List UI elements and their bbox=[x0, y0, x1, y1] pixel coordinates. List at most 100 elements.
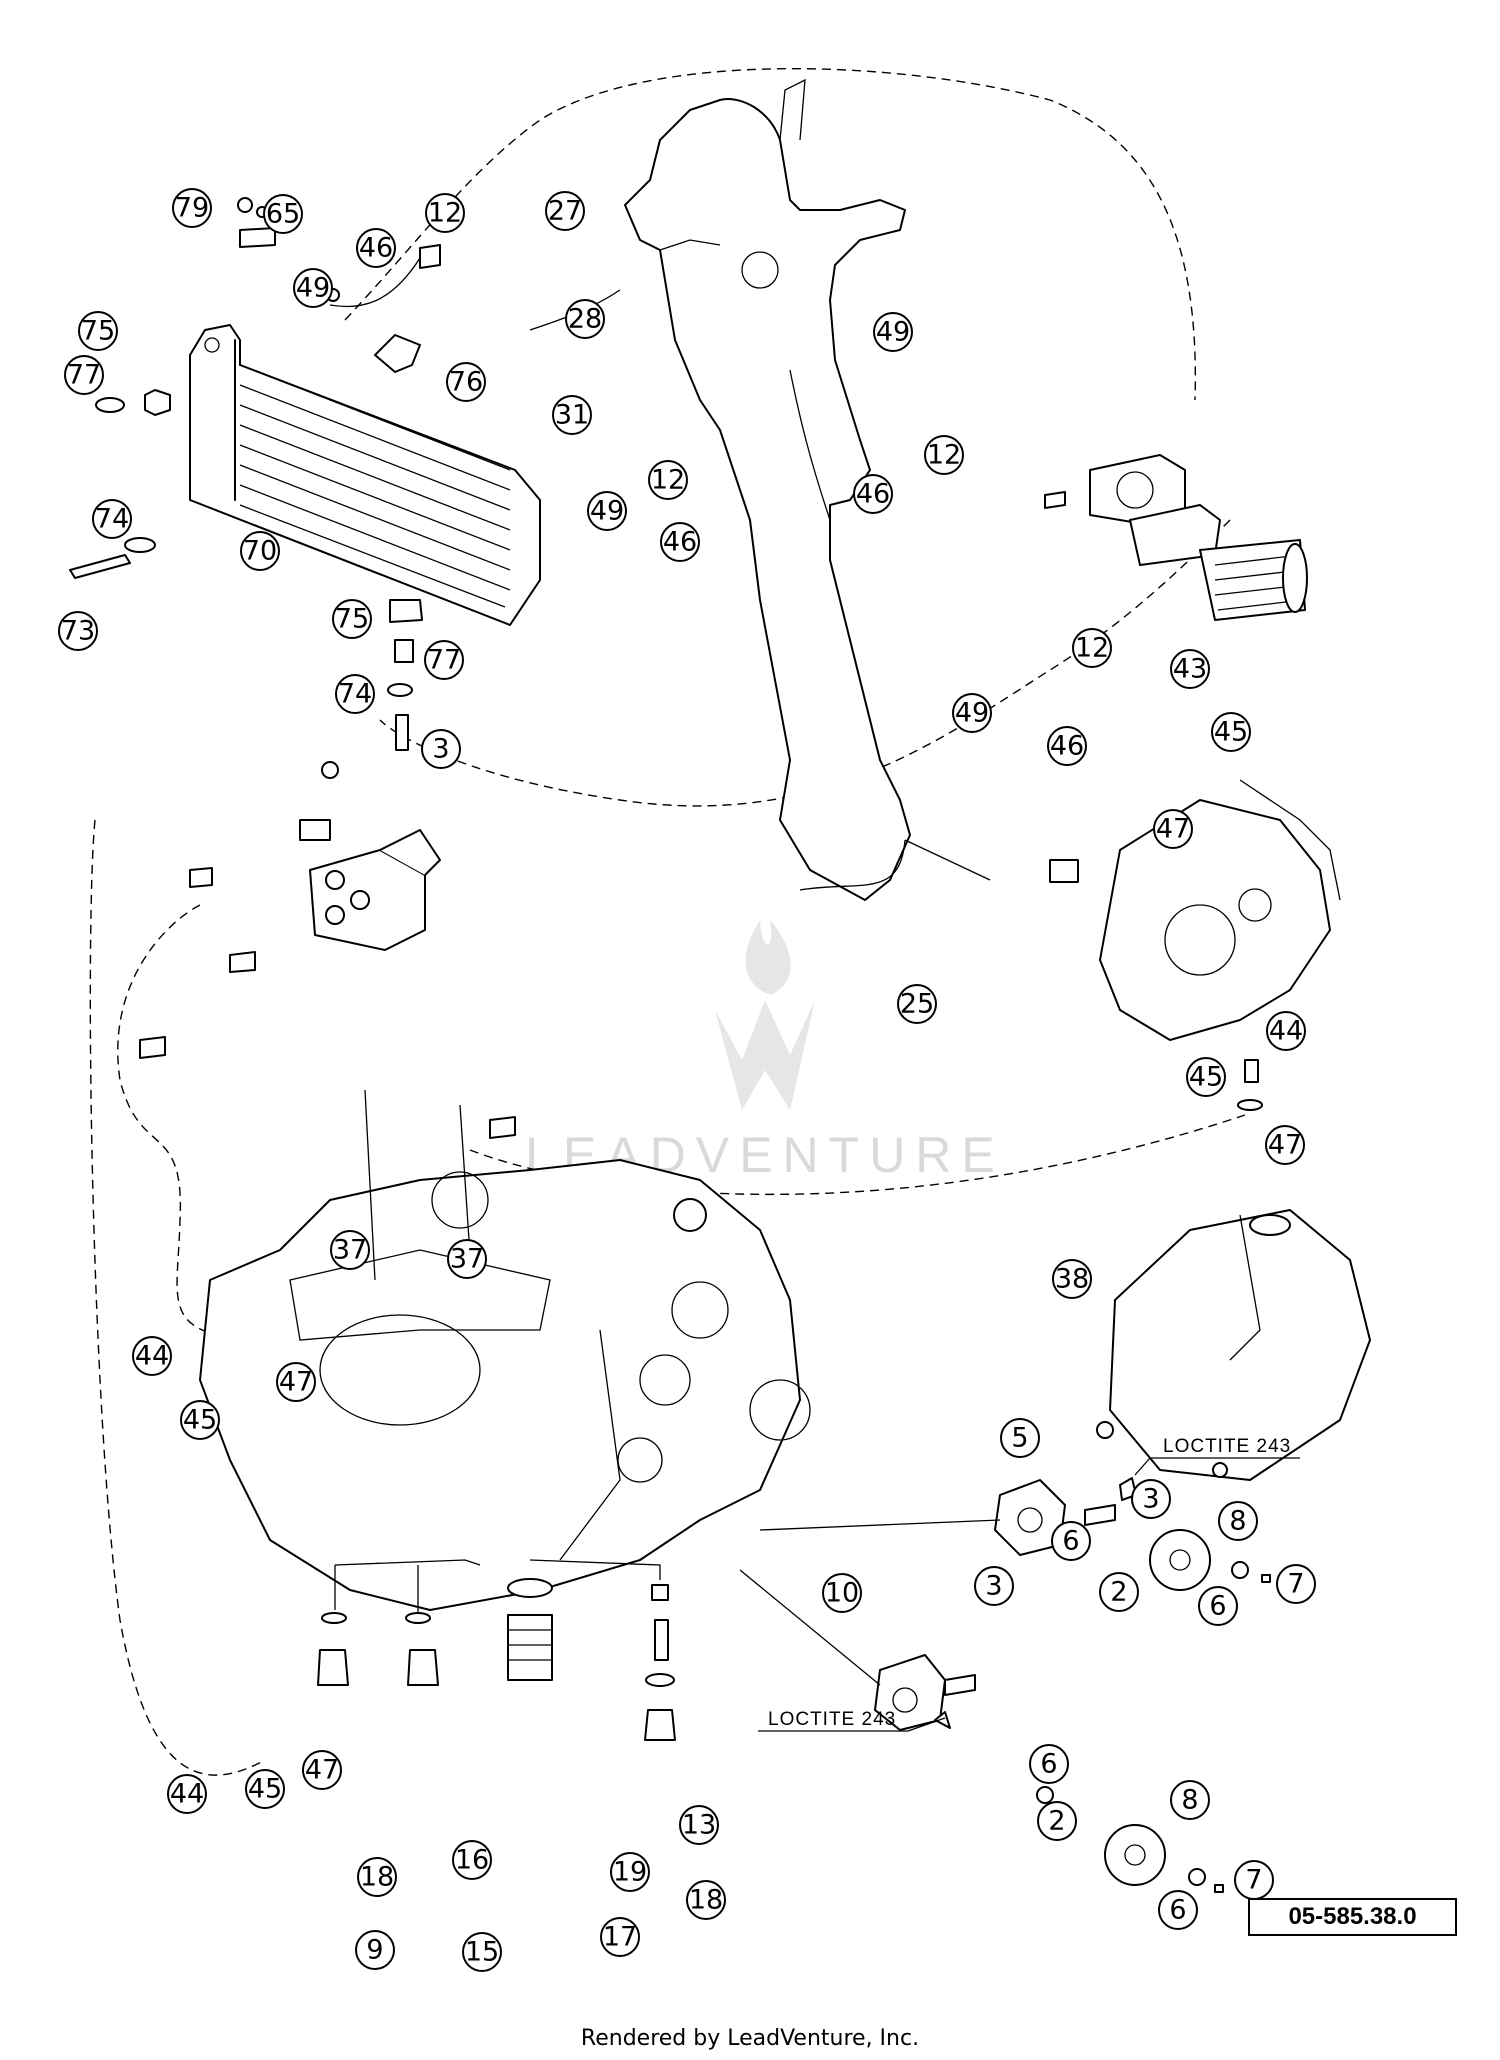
callout: 6 bbox=[1051, 1521, 1091, 1561]
callout: 3 bbox=[974, 1566, 1014, 1606]
callout: 12 bbox=[425, 193, 465, 233]
callout: 25 bbox=[897, 984, 937, 1024]
callout: 47 bbox=[1265, 1125, 1305, 1165]
callouts: 79 65 12 46 49 27 28 75 76 77 74 70 73 3… bbox=[58, 188, 1316, 1972]
callout: 16 bbox=[452, 1840, 492, 1880]
svg-text:19: 19 bbox=[613, 1857, 647, 1888]
oil-pump-unit bbox=[139, 761, 516, 1139]
svg-text:3: 3 bbox=[432, 734, 449, 765]
svg-text:49: 49 bbox=[296, 273, 330, 304]
svg-text:47: 47 bbox=[1268, 1130, 1302, 1161]
callout: 28 bbox=[565, 299, 605, 339]
svg-text:65: 65 bbox=[266, 199, 300, 230]
callout: 49 bbox=[952, 693, 992, 733]
callout: 3 bbox=[421, 729, 461, 769]
svg-text:79: 79 bbox=[175, 193, 209, 224]
diagram-reference-number: 05-585.38.0 bbox=[1248, 1898, 1457, 1936]
svg-text:49: 49 bbox=[590, 496, 624, 527]
svg-text:47: 47 bbox=[279, 1367, 313, 1398]
callout: 31 bbox=[552, 395, 592, 435]
clutch-cover-upper bbox=[1099, 779, 1341, 1111]
callout: 75 bbox=[78, 311, 118, 351]
callout: 45 bbox=[245, 1769, 285, 1809]
callout: 49 bbox=[293, 268, 333, 308]
callout: 46 bbox=[853, 474, 893, 514]
callout: 12 bbox=[1072, 628, 1112, 668]
svg-text:37: 37 bbox=[333, 1235, 367, 1266]
svg-text:45: 45 bbox=[248, 1774, 282, 1805]
svg-text:7: 7 bbox=[1245, 1865, 1262, 1896]
callout: 5 bbox=[1000, 1418, 1040, 1458]
svg-text:46: 46 bbox=[663, 527, 697, 558]
loctite-note-upper: LOCTITE 243 bbox=[1163, 1436, 1291, 1457]
svg-text:12: 12 bbox=[651, 465, 685, 496]
svg-text:28: 28 bbox=[568, 304, 602, 335]
svg-text:44: 44 bbox=[135, 1341, 169, 1372]
svg-text:75: 75 bbox=[335, 604, 369, 635]
svg-text:6: 6 bbox=[1040, 1749, 1057, 1780]
svg-text:47: 47 bbox=[1156, 814, 1190, 845]
svg-text:49: 49 bbox=[955, 698, 989, 729]
callout: 6 bbox=[1029, 1744, 1069, 1784]
callout: 47 bbox=[302, 1750, 342, 1790]
callout: 2 bbox=[1099, 1572, 1139, 1612]
callout: 18 bbox=[357, 1857, 397, 1897]
callout: 46 bbox=[1047, 726, 1087, 766]
callout: 43 bbox=[1170, 649, 1210, 689]
callout: 74 bbox=[335, 674, 375, 714]
callout: 45 bbox=[1211, 712, 1251, 752]
callout: 44 bbox=[1266, 1011, 1306, 1051]
svg-text:75: 75 bbox=[81, 316, 115, 347]
svg-text:31: 31 bbox=[555, 400, 589, 431]
svg-text:47: 47 bbox=[305, 1755, 339, 1786]
callout: 75 bbox=[332, 599, 372, 639]
svg-text:2: 2 bbox=[1048, 1806, 1065, 1837]
callout: 27 bbox=[545, 191, 585, 231]
svg-text:5: 5 bbox=[1011, 1423, 1028, 1454]
loctite-notes: LOCTITE 243 LOCTITE 243 bbox=[758, 1436, 1300, 1732]
svg-text:44: 44 bbox=[170, 1779, 204, 1810]
svg-text:3: 3 bbox=[1142, 1484, 1159, 1515]
svg-text:15: 15 bbox=[465, 1937, 499, 1968]
callout: 44 bbox=[132, 1336, 172, 1376]
svg-text:8: 8 bbox=[1229, 1506, 1246, 1537]
svg-text:45: 45 bbox=[183, 1405, 217, 1436]
callout: 7 bbox=[1234, 1860, 1274, 1900]
svg-text:43: 43 bbox=[1173, 654, 1207, 685]
callout: 38 bbox=[1052, 1259, 1092, 1299]
watermark: LEADVENTURE bbox=[525, 920, 995, 1183]
svg-text:6: 6 bbox=[1209, 1591, 1226, 1622]
svg-text:12: 12 bbox=[428, 198, 462, 229]
svg-text:74: 74 bbox=[338, 679, 372, 710]
callout: 8 bbox=[1170, 1780, 1210, 1820]
callout: 6 bbox=[1158, 1890, 1198, 1930]
clutch-cover-lower bbox=[1096, 1209, 1371, 1481]
callout: 49 bbox=[873, 312, 913, 352]
callout: 3 bbox=[1131, 1479, 1171, 1519]
svg-text:76: 76 bbox=[449, 367, 483, 398]
callout: 46 bbox=[356, 228, 396, 268]
footer-credit: Rendered by LeadVenture, Inc. bbox=[580, 2026, 920, 2051]
svg-text:44: 44 bbox=[1269, 1016, 1303, 1047]
callout: 12 bbox=[648, 460, 688, 500]
svg-text:12: 12 bbox=[927, 440, 961, 471]
callout: 7 bbox=[1276, 1564, 1316, 1604]
svg-text:10: 10 bbox=[825, 1578, 859, 1609]
callout: 76 bbox=[446, 362, 486, 402]
callout: 17 bbox=[600, 1917, 640, 1957]
oil-pump-gears bbox=[739, 1477, 1271, 1893]
callout: 15 bbox=[462, 1932, 502, 1972]
svg-text:17: 17 bbox=[603, 1922, 637, 1953]
callout: 13 bbox=[679, 1805, 719, 1845]
svg-text:6: 6 bbox=[1169, 1895, 1186, 1926]
svg-text:18: 18 bbox=[689, 1885, 723, 1916]
callout: 12 bbox=[924, 435, 964, 475]
svg-text:73: 73 bbox=[61, 616, 95, 647]
callout: 47 bbox=[1153, 809, 1193, 849]
svg-text:74: 74 bbox=[95, 504, 129, 535]
callout: 6 bbox=[1198, 1586, 1238, 1626]
callout: 79 bbox=[172, 188, 212, 228]
svg-text:7: 7 bbox=[1287, 1569, 1304, 1600]
svg-text:46: 46 bbox=[856, 479, 890, 510]
